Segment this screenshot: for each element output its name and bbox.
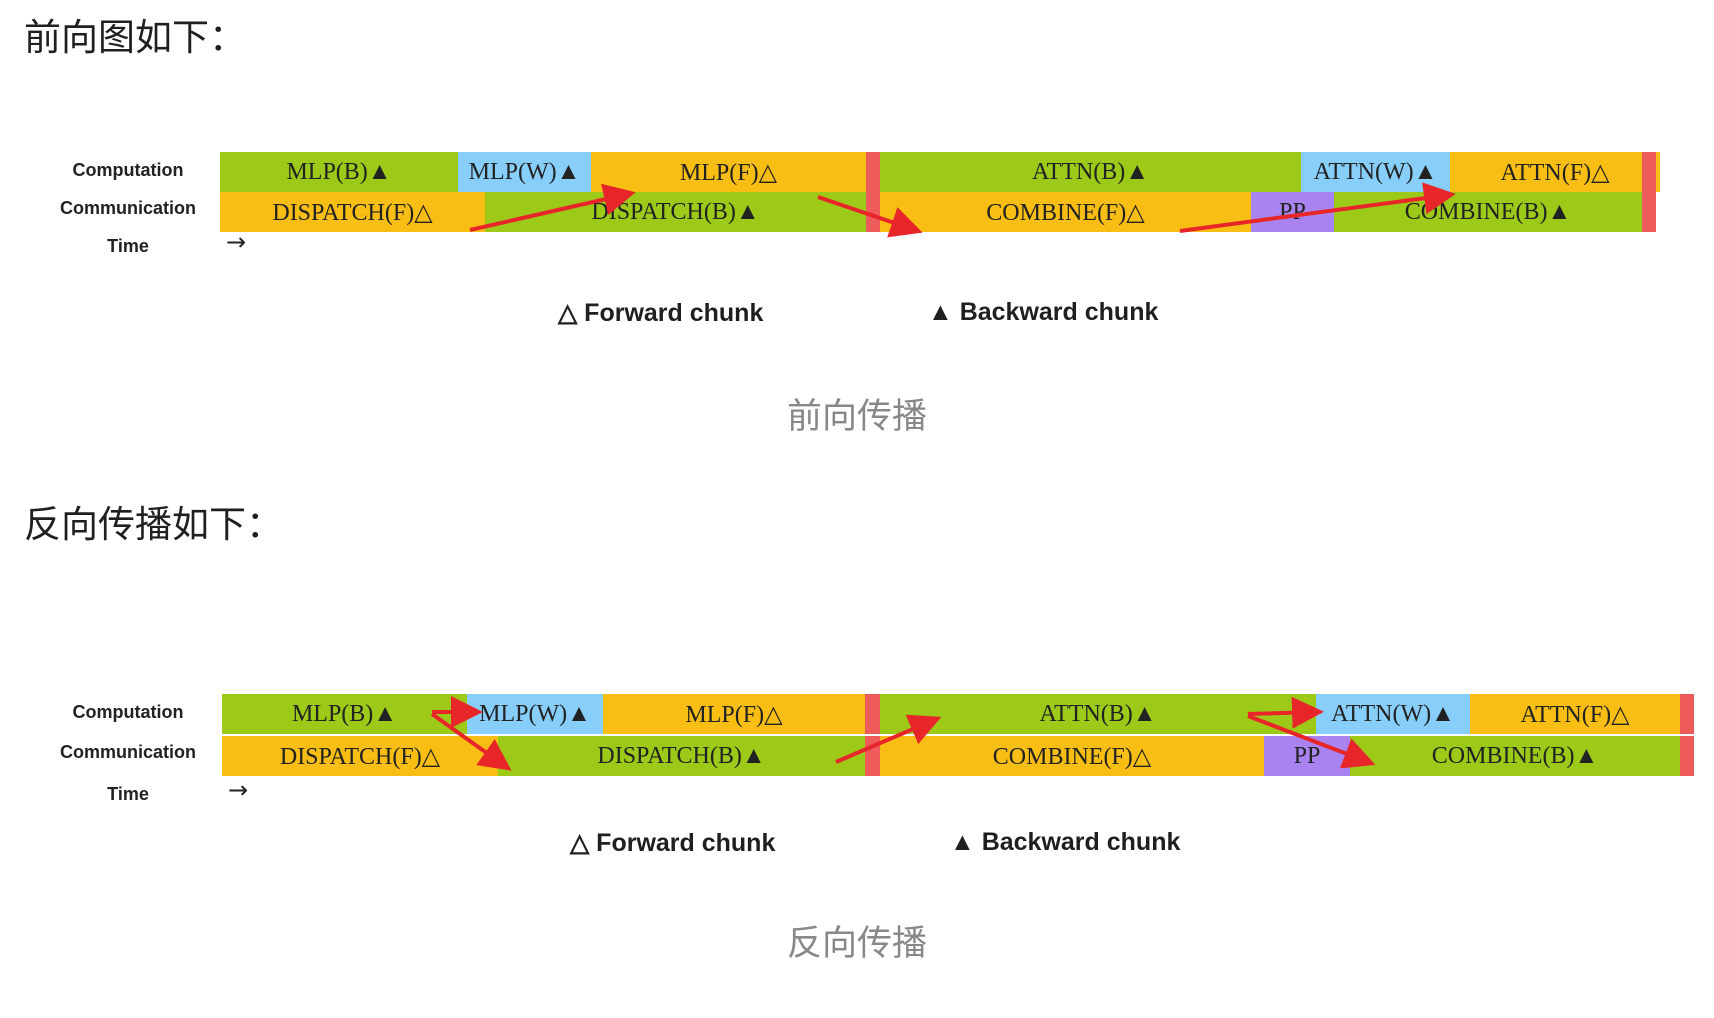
attn-f-block: ATTN(F)△ — [1450, 152, 1660, 192]
legend-backward-chunk: ▲ Backward chunk — [950, 828, 1181, 856]
combine-b-block: COMBINE(B)▲ — [1350, 736, 1680, 776]
dispatch-f-block: DISPATCH(F)△ — [222, 736, 498, 776]
communication-lane: DISPATCH(F)△ DISPATCH(B)▲ COMBINE(F)△ PP… — [220, 192, 1656, 232]
barrier-block — [866, 152, 880, 192]
backward-caption: 反向传播 — [786, 924, 927, 964]
legend-forward-chunk: △ Forward chunk — [570, 829, 776, 857]
computation-row-label: Computation — [72, 702, 184, 722]
mlp-w-block: MLP(W)▲ — [458, 152, 591, 192]
mlp-b-block: MLP(B)▲ — [220, 152, 458, 192]
combine-f-block: COMBINE(F)△ — [880, 192, 1251, 232]
time-row-label: Time — [107, 236, 149, 256]
forward-heading: 前向图如下： — [24, 16, 246, 59]
barrier-block — [1642, 152, 1656, 192]
time-arrow-icon: → — [226, 228, 247, 256]
legend-backward-chunk: ▲ Backward chunk — [928, 298, 1159, 326]
dispatch-b-block: DISPATCH(B)▲ — [498, 736, 865, 776]
time-arrow-icon: → — [228, 776, 249, 804]
attn-w-block: ATTN(W)▲ — [1316, 694, 1470, 734]
dispatch-f-block: DISPATCH(F)△ — [220, 192, 485, 232]
computation-lane: MLP(B)▲ MLP(W)▲ MLP(F)△ ATTN(B)▲ ATTN(W)… — [222, 694, 1694, 734]
backward-heading: 反向传播如下： — [24, 503, 283, 546]
communication-row-label: Communication — [59, 198, 196, 218]
pp-block: PP — [1251, 192, 1334, 232]
mlp-w-block: MLP(W)▲ — [467, 694, 603, 734]
communication-lane: DISPATCH(F)△ DISPATCH(B)▲ COMBINE(F)△ PP… — [222, 736, 1694, 776]
barrier-block — [866, 192, 880, 232]
attn-f-block: ATTN(F)△ — [1470, 694, 1680, 734]
dispatch-b-block: DISPATCH(B)▲ — [485, 192, 866, 232]
mlp-f-block: MLP(F)△ — [603, 694, 865, 734]
computation-lane: MLP(B)▲ MLP(W)▲ MLP(F)△ ATTN(B)▲ ATTN(W)… — [220, 152, 1660, 192]
forward-pipeline-figure: Computation Communication Time → MLP(B)▲… — [0, 150, 1714, 350]
attn-b-block: ATTN(B)▲ — [880, 694, 1316, 734]
attn-w-block: ATTN(W)▲ — [1301, 152, 1450, 192]
backward-pipeline-figure: Computation Communication Time → MLP(B)▲… — [0, 674, 1714, 874]
combine-b-block: COMBINE(B)▲ — [1334, 192, 1642, 232]
time-row-label: Time — [107, 784, 149, 804]
legend-forward-chunk: △ Forward chunk — [558, 299, 764, 327]
barrier-block — [865, 694, 880, 734]
barrier-block — [1642, 192, 1656, 232]
forward-caption: 前向传播 — [786, 397, 927, 437]
combine-f-block: COMBINE(F)△ — [880, 736, 1264, 776]
barrier-block — [1680, 736, 1694, 776]
computation-row-label: Computation — [72, 160, 184, 180]
mlp-b-block: MLP(B)▲ — [222, 694, 467, 734]
barrier-block — [865, 736, 880, 776]
pp-block: PP — [1264, 736, 1350, 776]
communication-row-label: Communication — [59, 742, 196, 762]
attn-b-block: ATTN(B)▲ — [880, 152, 1301, 192]
mlp-f-block: MLP(F)△ — [591, 152, 866, 192]
barrier-block — [1680, 694, 1694, 734]
